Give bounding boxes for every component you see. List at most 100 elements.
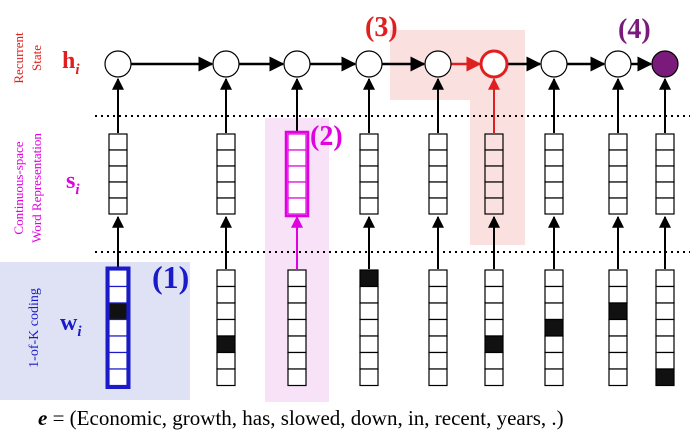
embedding-cell xyxy=(544,197,564,215)
embedding-cell xyxy=(287,165,307,183)
one-hot-active-cell xyxy=(216,335,236,354)
one-hot-cell xyxy=(287,368,307,387)
hidden-state-node xyxy=(424,50,452,78)
embedding-cell xyxy=(108,133,128,151)
one-hot-cell xyxy=(287,351,307,370)
one-hot-cell xyxy=(428,285,448,304)
one-hot-cell xyxy=(108,368,128,387)
embedding-cell xyxy=(544,149,564,167)
step1-label: (1) xyxy=(152,259,189,295)
one-of-k-label: 1-of-K coding xyxy=(27,288,42,368)
one-hot-active-cell xyxy=(108,302,128,321)
one-hot-cell xyxy=(287,335,307,354)
one-hot-cell xyxy=(655,318,675,337)
one-hot-cell xyxy=(608,285,628,304)
embedding-cell xyxy=(359,133,379,151)
embedding-cell xyxy=(216,197,236,215)
one-hot-cell xyxy=(216,368,236,387)
embedding-cell xyxy=(544,165,564,183)
embedding-cell xyxy=(484,197,504,215)
embedding-cell xyxy=(544,181,564,199)
word-columns xyxy=(104,49,679,389)
one-hot-cell xyxy=(655,269,675,288)
one-hot-cell xyxy=(544,285,564,304)
one-hot-active-cell xyxy=(608,302,628,321)
coding-highlight xyxy=(0,262,190,400)
one-hot-cell xyxy=(287,285,307,304)
one-hot-cell xyxy=(428,351,448,370)
one-hot-cell xyxy=(428,318,448,337)
one-hot-cell xyxy=(287,302,307,321)
embedding-cell xyxy=(216,149,236,167)
one-hot-cell xyxy=(655,285,675,304)
hidden-state-node xyxy=(604,50,632,78)
one-hot-cell xyxy=(655,335,675,354)
one-hot-cell xyxy=(108,351,128,370)
embedding-cell xyxy=(544,133,564,151)
one-hot-cell xyxy=(287,318,307,337)
one-hot-cell xyxy=(108,269,128,288)
embedding-cell xyxy=(287,133,307,151)
one-hot-cell xyxy=(655,351,675,370)
one-hot-cell xyxy=(608,335,628,354)
one-hot-cell xyxy=(359,368,379,387)
embedding-cell xyxy=(287,149,307,167)
embedding-cell xyxy=(359,149,379,167)
one-hot-cell xyxy=(428,302,448,321)
one-hot-cell xyxy=(544,351,564,370)
hidden-state-node xyxy=(104,50,132,78)
one-hot-cell xyxy=(608,318,628,337)
embedding-cell xyxy=(359,165,379,183)
one-hot-cell xyxy=(655,302,675,321)
one-hot-cell xyxy=(359,302,379,321)
one-hot-cell xyxy=(484,318,504,337)
embedding-cell xyxy=(216,181,236,199)
embedding-cell xyxy=(108,197,128,215)
sentence-caption: e = (Economic, growth, has, slowed, down… xyxy=(38,406,564,430)
embedding-cell xyxy=(428,181,448,199)
embedding-cell xyxy=(428,197,448,215)
one-hot-cell xyxy=(608,368,628,387)
continuous-space-label-line2: Word Representation xyxy=(29,133,44,243)
embedding-cell xyxy=(484,165,504,183)
one-hot-cell xyxy=(287,269,307,288)
one-hot-cell xyxy=(216,269,236,288)
embedding-cell xyxy=(608,181,628,199)
embedding-cell xyxy=(428,133,448,151)
step4-label: (4) xyxy=(618,14,651,45)
embedding-cell xyxy=(608,133,628,151)
step3-label: (3) xyxy=(365,12,398,43)
embedding-cell xyxy=(287,181,307,199)
embedding-cell xyxy=(359,181,379,199)
one-hot-cell xyxy=(544,335,564,354)
one-hot-cell xyxy=(108,335,128,354)
recurrent-state-label-line1: Recurrent xyxy=(11,32,26,84)
embedding-cell xyxy=(655,149,675,167)
embedding-cell xyxy=(216,165,236,183)
one-hot-cell xyxy=(484,302,504,321)
embedding-cell xyxy=(655,165,675,183)
w-label: wi xyxy=(60,310,82,340)
final-state-node xyxy=(651,50,679,78)
embedding-cell xyxy=(608,165,628,183)
one-hot-cell xyxy=(544,269,564,288)
embedding-cell xyxy=(108,165,128,183)
one-hot-cell xyxy=(544,302,564,321)
step2-label: (2) xyxy=(310,121,343,152)
embedding-cell xyxy=(655,133,675,151)
one-hot-cell xyxy=(359,351,379,370)
one-hot-cell xyxy=(359,285,379,304)
one-hot-cell xyxy=(216,351,236,370)
hidden-state-node xyxy=(212,50,240,78)
current-state-node xyxy=(479,49,509,79)
continuous-space-label-line1: Continuous-space xyxy=(11,141,26,234)
one-hot-cell xyxy=(216,302,236,321)
one-hot-active-cell xyxy=(359,269,379,288)
embedding-cell xyxy=(287,197,307,215)
one-hot-cell xyxy=(484,351,504,370)
embedding-cell xyxy=(608,197,628,215)
one-hot-cell xyxy=(484,269,504,288)
one-hot-cell xyxy=(608,269,628,288)
embedding-cell xyxy=(608,149,628,167)
